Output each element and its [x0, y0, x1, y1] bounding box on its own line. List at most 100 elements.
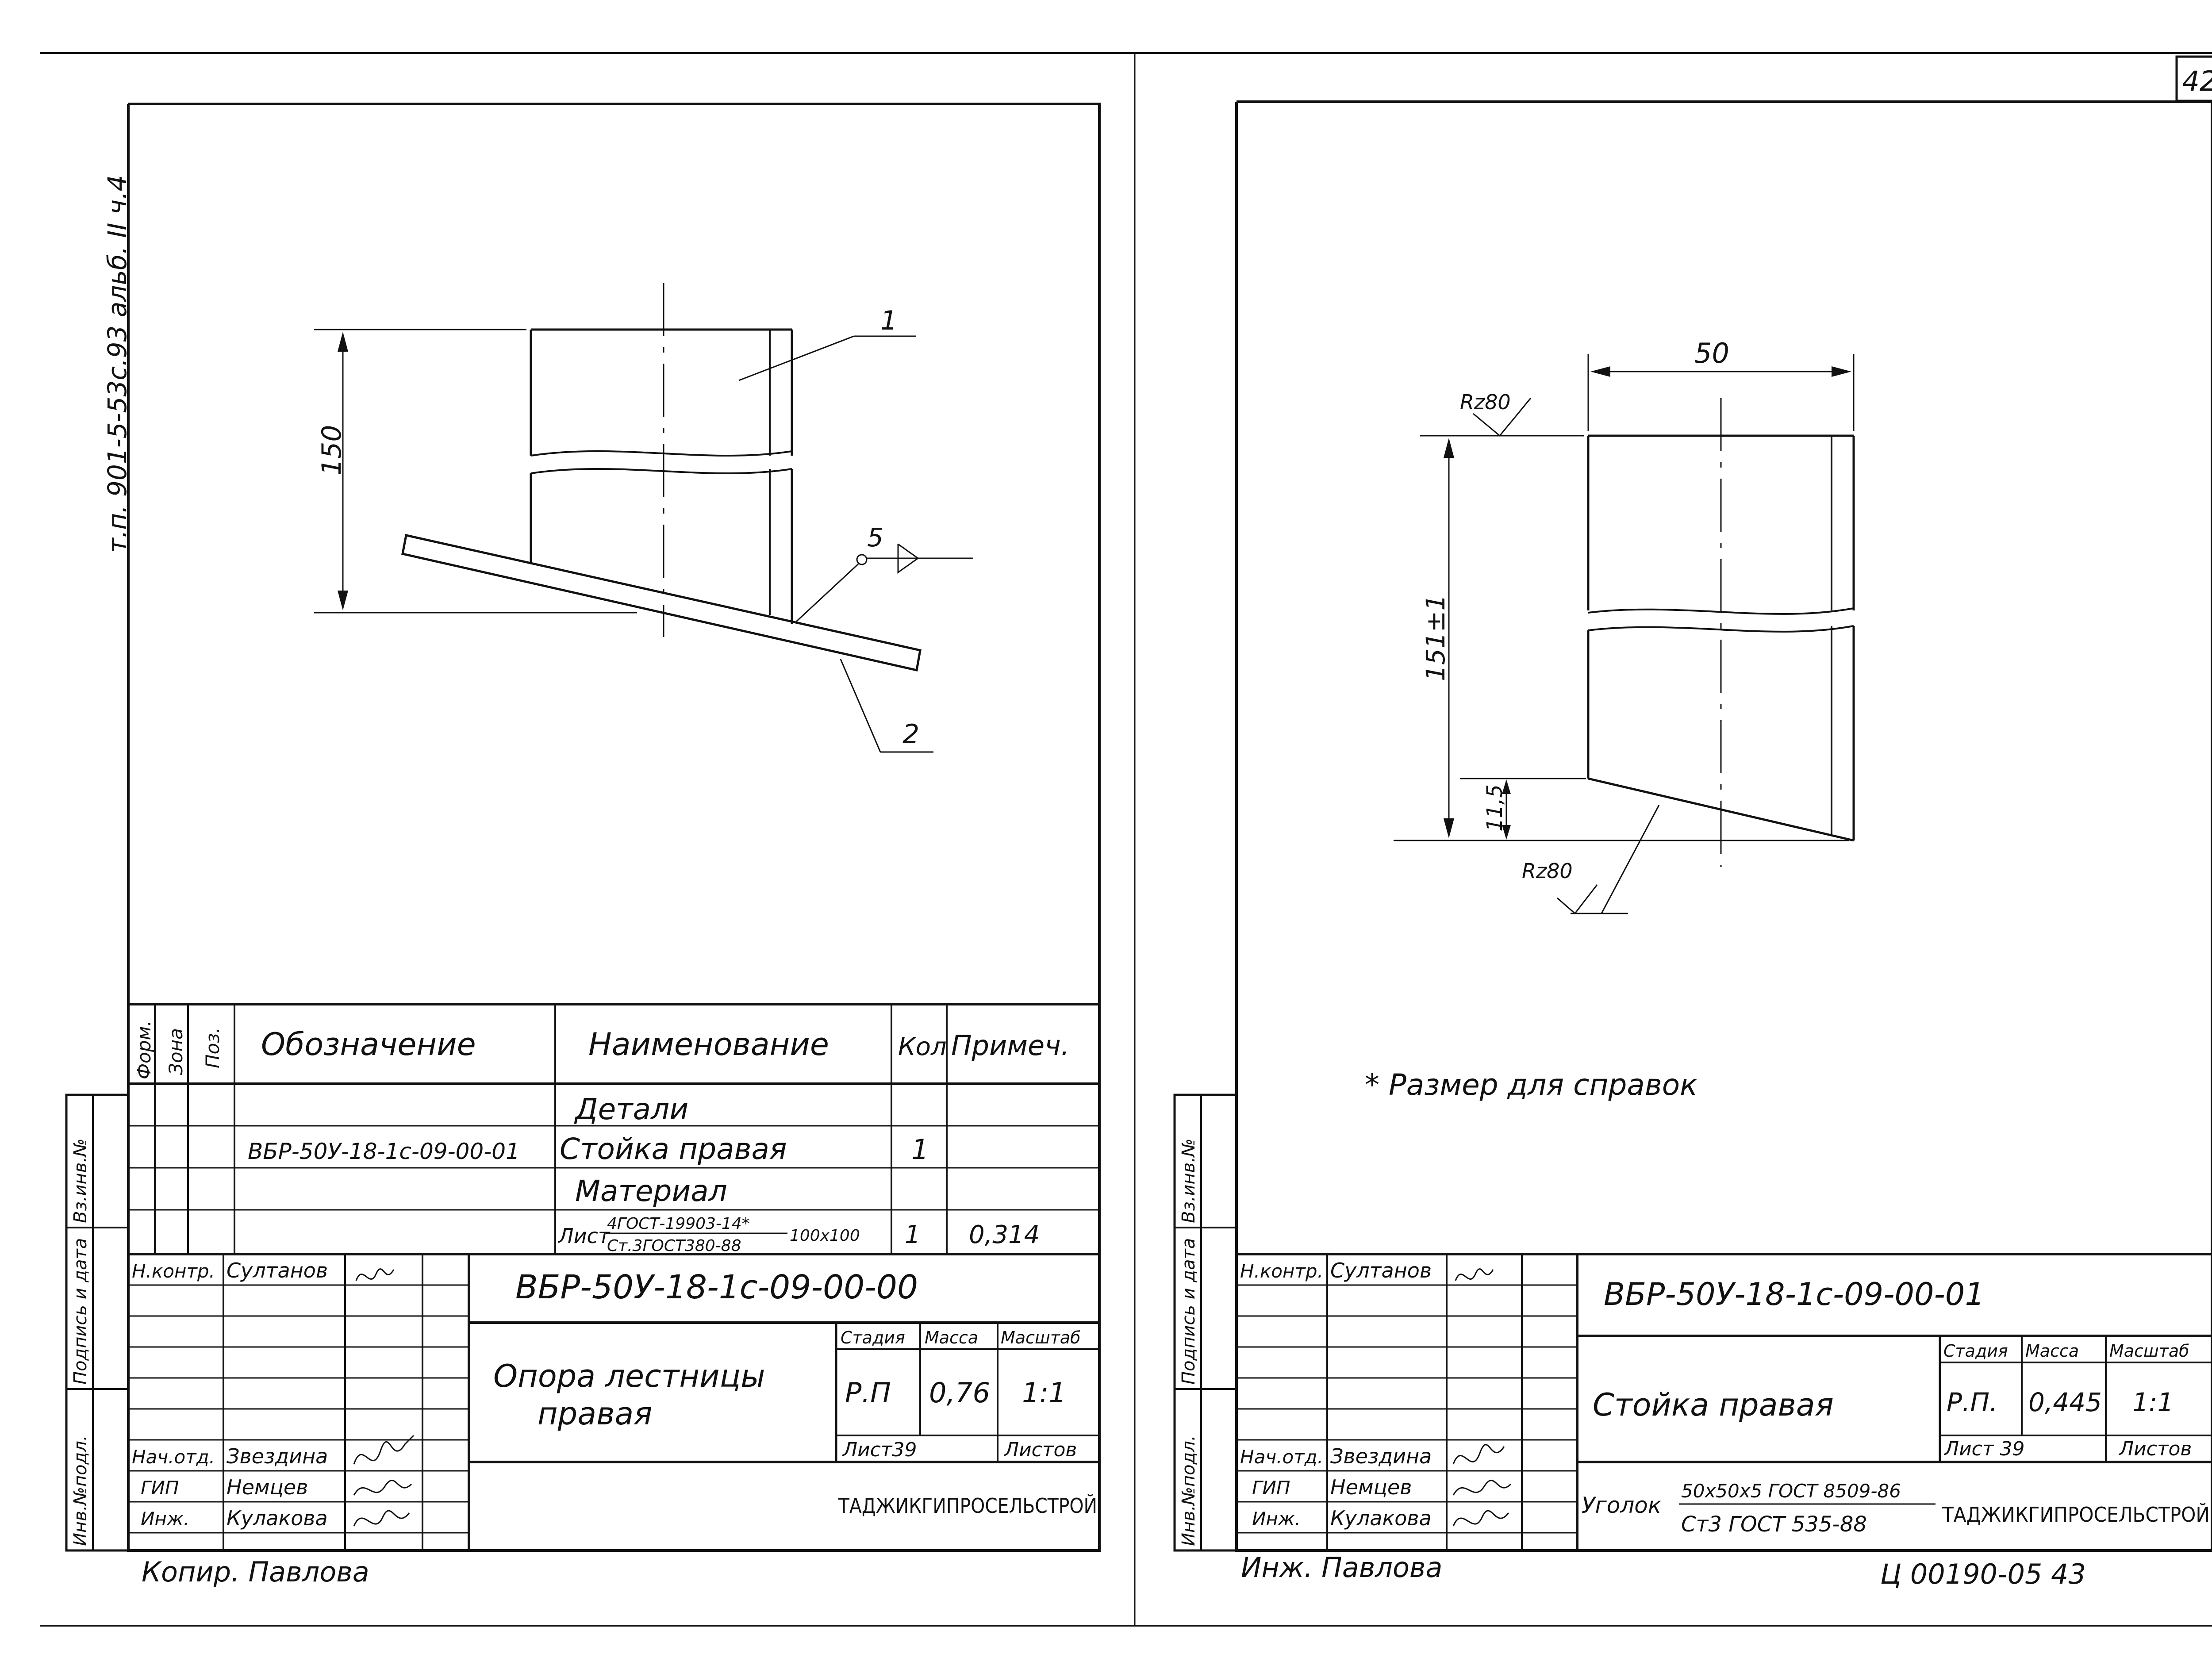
- left-col-note: Примеч.: [951, 1029, 1070, 1062]
- left-mass-label: Масса: [925, 1328, 978, 1347]
- signature-mark: [1452, 1444, 1505, 1465]
- right-binding-inv-orig: Инв.№подл.: [1179, 1435, 1199, 1546]
- right-role-7: Инж.: [1252, 1508, 1301, 1530]
- left-detail-drawing: 150 1 5 2: [314, 283, 973, 753]
- page-number: 42: [2182, 65, 2212, 97]
- left-col-pos: Поз.: [202, 1027, 223, 1068]
- signature-mark: [1452, 1480, 1512, 1496]
- left-material-note: 0,314: [969, 1220, 1040, 1249]
- right-archive-code: Ц 00190-05 43: [1880, 1558, 2086, 1590]
- left-material-top: 4ГОСТ-19903-14*: [607, 1215, 750, 1233]
- left-binding-strip: Вз.инв.№ Подпись и дата Инв.№подл.: [65, 1094, 130, 1552]
- left-row1-name: Стойка правая: [560, 1132, 787, 1166]
- left-scale-label: Масштаб: [1001, 1328, 1081, 1347]
- right-binding-strip: Вз.инв.№ Подпись и дата Инв.№подл.: [1173, 1094, 1238, 1552]
- signature-mark: [355, 1268, 395, 1281]
- right-scale-label: Масштаб: [2109, 1341, 2189, 1361]
- right-name-6: Немцев: [1330, 1475, 1412, 1499]
- left-frame: [127, 103, 1101, 1552]
- right-note: * Размер для справок: [1365, 1068, 1697, 1102]
- left-role-5: Нач.отд.: [132, 1446, 215, 1468]
- signature-mark: [353, 1435, 415, 1465]
- right-rough-bottom: Rz80: [1522, 859, 1573, 883]
- left-copied-by: Копир. Павлова: [142, 1556, 369, 1588]
- left-sheet: Вз.инв.№ Подпись и дата Инв.№подл.: [65, 103, 1101, 1588]
- left-row1-qty: 1: [911, 1133, 929, 1166]
- left-scale: 1:1: [1022, 1377, 1066, 1409]
- right-mass: 0,445: [2028, 1387, 2102, 1417]
- left-title-line1: Опора лестницы: [493, 1358, 765, 1394]
- left-sheet-label: Лист39: [842, 1439, 917, 1461]
- right-dim-height: 151±1: [1421, 595, 1451, 681]
- page-number-box: 42: [2175, 55, 2212, 102]
- left-doc-code: ВБР-50У-18-1с-09-00-00: [515, 1268, 918, 1306]
- right-sheets-label: Листов: [2118, 1438, 2192, 1460]
- left-title-grid-rows: [128, 1284, 469, 1534]
- right-role-6: ГИП: [1252, 1477, 1290, 1499]
- left-material-size: 100х100: [790, 1227, 860, 1245]
- right-stage-label: Стадия: [1943, 1341, 2008, 1361]
- right-rough-top: Rz80: [1460, 390, 1511, 414]
- left-role-7: Инж.: [141, 1508, 189, 1530]
- right-material-prefix: Уголок: [1582, 1493, 1661, 1518]
- signature-mark: [1455, 1268, 1494, 1281]
- left-org: ТАДЖИКГИПРОСЕЛЬСТРОЙ: [838, 1494, 1097, 1518]
- right-name-0: Султанов: [1330, 1259, 1432, 1282]
- signature-mark: [353, 1480, 412, 1496]
- left-col-zone: Зона: [165, 1028, 187, 1075]
- right-sheet-label: Лист 39: [1943, 1438, 2024, 1460]
- right-org: ТАДЖИКГИПРОСЕЛЬСТРОЙ: [1942, 1503, 2210, 1527]
- left-stage: Р.П: [845, 1377, 891, 1409]
- left-binding-inv-orig: Инв.№подл.: [70, 1435, 91, 1546]
- right-scale: 1:1: [2132, 1387, 2174, 1417]
- right-binding-inv-vz: Вз.инв.№: [1179, 1139, 1199, 1223]
- left-dim-height: 150: [316, 425, 347, 476]
- left-material-qty: 1: [905, 1220, 921, 1249]
- left-mass: 0,76: [929, 1377, 990, 1409]
- right-title: Стойка правая: [1593, 1387, 1834, 1423]
- right-frame: [1235, 100, 2212, 1552]
- right-drawn-by: Инж. Павлова: [1241, 1551, 1442, 1584]
- left-section-parts: Детали: [574, 1092, 688, 1126]
- left-pos-2: 2: [902, 719, 919, 750]
- left-material-prefix: Лист: [557, 1224, 611, 1248]
- left-material-bottom: Ст.3ГОСТ380-88: [607, 1237, 741, 1255]
- signature-mark: [353, 1510, 410, 1527]
- left-pos-1: 1: [880, 305, 897, 336]
- left-title-line2: правая: [538, 1396, 652, 1432]
- left-row1-designation: ВБР-50У-18-1с-09-00-01: [248, 1139, 520, 1164]
- right-title-block: Н.контр. Султанов Нач.отд. Звездина ГИП …: [1237, 1253, 2212, 1550]
- left-pos-5: 5: [867, 522, 883, 553]
- left-binding-sign-date: Подпись и дата: [70, 1238, 91, 1385]
- right-stage: Р.П.: [1947, 1387, 1997, 1417]
- right-dim-width: 50: [1694, 337, 1729, 369]
- right-title-grid-rows: [1237, 1284, 1577, 1534]
- right-name-5: Звездина: [1330, 1444, 1432, 1468]
- left-section-material: Материал: [575, 1174, 727, 1208]
- left-name-5: Звездина: [227, 1444, 328, 1468]
- right-material-bottom: Ст3 ГОСТ 535-88: [1681, 1512, 1867, 1537]
- left-col-name: Наименование: [588, 1026, 829, 1063]
- left-spec-table: Форм. Зона Поз. Обозначение Наименование…: [128, 1003, 1099, 1255]
- right-name-7: Кулакова: [1330, 1506, 1432, 1530]
- right-detail-drawing: 50 151±1 11,5 Rz80 Rz80: [1394, 337, 1855, 915]
- right-role-5: Нач.отд.: [1240, 1446, 1323, 1468]
- right-material-top: 50х50х5 ГОСТ 8509-86: [1681, 1480, 1901, 1502]
- left-binding-inv-vz: Вз.инв.№: [70, 1139, 91, 1223]
- signature-mark: [1452, 1510, 1509, 1527]
- left-col-qty: Кол: [898, 1032, 947, 1061]
- left-col-designation: Обозначение: [261, 1026, 476, 1063]
- left-name-6: Немцев: [227, 1475, 308, 1499]
- right-sheet: Вз.инв.№ Подпись и дата Инв.№подл. 50: [1173, 100, 2212, 1590]
- left-stage-label: Стадия: [841, 1328, 905, 1347]
- left-role-0: Н.контр.: [132, 1260, 215, 1282]
- left-sheets-label: Листов: [1003, 1439, 1077, 1461]
- left-name-0: Султанов: [227, 1259, 328, 1282]
- right-dim-small: 11,5: [1482, 784, 1507, 832]
- right-role-0: Н.контр.: [1240, 1260, 1323, 1282]
- left-col-format: Форм.: [133, 1020, 155, 1079]
- left-name-7: Кулакова: [227, 1506, 328, 1530]
- right-binding-sign-date: Подпись и дата: [1179, 1238, 1199, 1385]
- left-role-6: ГИП: [141, 1477, 179, 1499]
